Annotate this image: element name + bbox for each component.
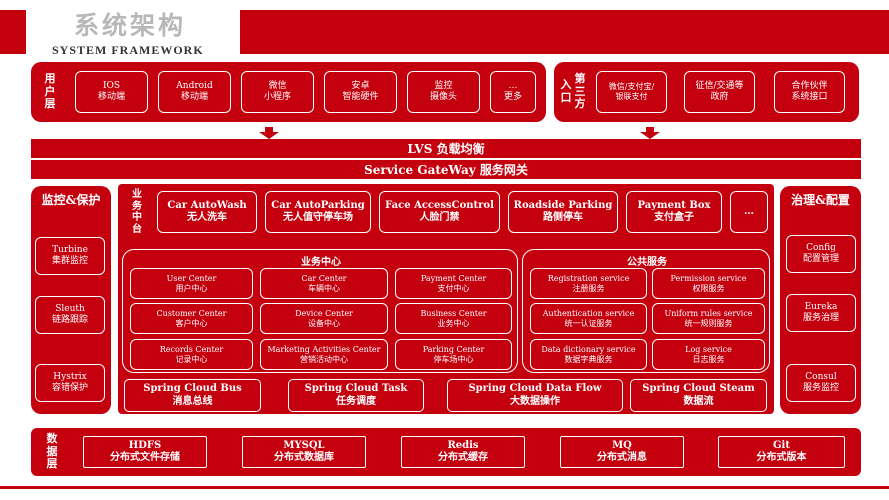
central-panel: [118, 184, 774, 414]
lvs-bar: LVS 负载均衡: [31, 139, 861, 158]
user-item-more: …更多: [490, 71, 536, 113]
user-item-wechat: 微信小程序: [241, 71, 314, 113]
monitor-panel: 监控&保护: [31, 186, 111, 414]
business-center-group: 业务中心: [122, 249, 518, 373]
public-service-group: 公共服务: [522, 249, 770, 373]
third-party-partner: 合作伙伴系统接口: [774, 71, 845, 113]
third-party-government: 征信/交通等政府: [684, 71, 755, 113]
platform-item-more: …: [730, 191, 768, 233]
header-bar-left: [0, 10, 26, 54]
monitor-title: 监控&保护: [41, 193, 101, 207]
user-item-camera: 监控摄像头: [407, 71, 480, 113]
governance-panel: 治理&配置: [780, 186, 861, 414]
page-title: 系统架构: [74, 11, 187, 40]
gateway-bar: Service GateWay 服务网关: [31, 160, 861, 179]
business-platform-label: 业 务 中 台: [132, 189, 142, 235]
header-bar-right: [240, 10, 889, 54]
bottom-rule: [0, 486, 889, 489]
data-layer-label: 数 据 层: [46, 432, 58, 471]
arrow-down-icon: [640, 124, 660, 139]
third-party-label: 第 三 方: [574, 72, 586, 111]
governance-title: 治理&配置: [791, 193, 850, 207]
public-service-title: 公共服务: [627, 257, 667, 268]
entry-label: 入 口: [560, 78, 572, 104]
business-center-title: 业务中心: [301, 257, 341, 268]
arrow-down-icon: [259, 124, 279, 139]
user-item-android-hardware: 安卓智能硬件: [324, 71, 397, 113]
user-layer-label: 用 户 层: [44, 72, 56, 111]
page-subtitle: SYSTEM FRAMEWORK: [52, 43, 204, 57]
third-party-payment: 微信/支付宝/银联支付: [596, 71, 667, 113]
